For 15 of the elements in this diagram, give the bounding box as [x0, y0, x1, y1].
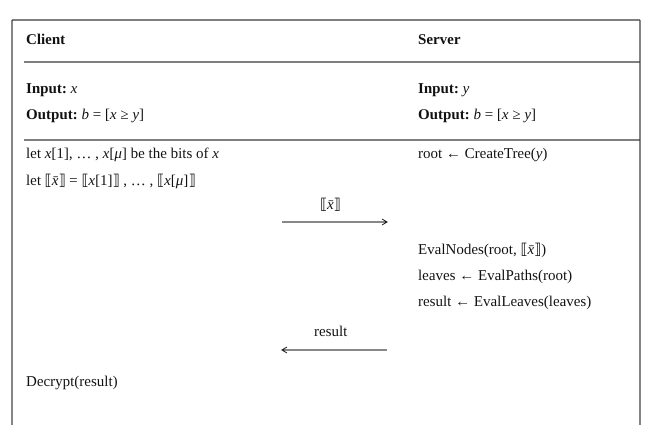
step-text: result ← EvalLeaves(leaves) [418, 293, 592, 311]
step-text: let x[1], … , x[μ] be the bits of x [26, 145, 219, 163]
step-text: EvalNodes(root, ⟦x̄⟧) [418, 241, 546, 259]
step-text: root ← CreateTree(y) [418, 145, 548, 163]
output-line: Output: b = [x ≥ y] [26, 106, 144, 124]
step-text: leaves ← EvalPaths(root) [418, 267, 572, 285]
input-line: Input: y [418, 80, 470, 98]
step-text: Decrypt(result) [26, 373, 118, 391]
message-label: ⟦x̄⟧ [320, 196, 341, 214]
step-text: let ⟦x̄⟧ = ⟦x[1]⟧ , … , ⟦x[μ]⟧ [26, 172, 196, 190]
column-heading: Server [418, 31, 460, 49]
column-heading: Client [26, 31, 66, 49]
message-label: result [314, 323, 348, 341]
input-line: Input: x [26, 80, 78, 98]
output-line: Output: b = [x ≥ y] [418, 106, 536, 124]
